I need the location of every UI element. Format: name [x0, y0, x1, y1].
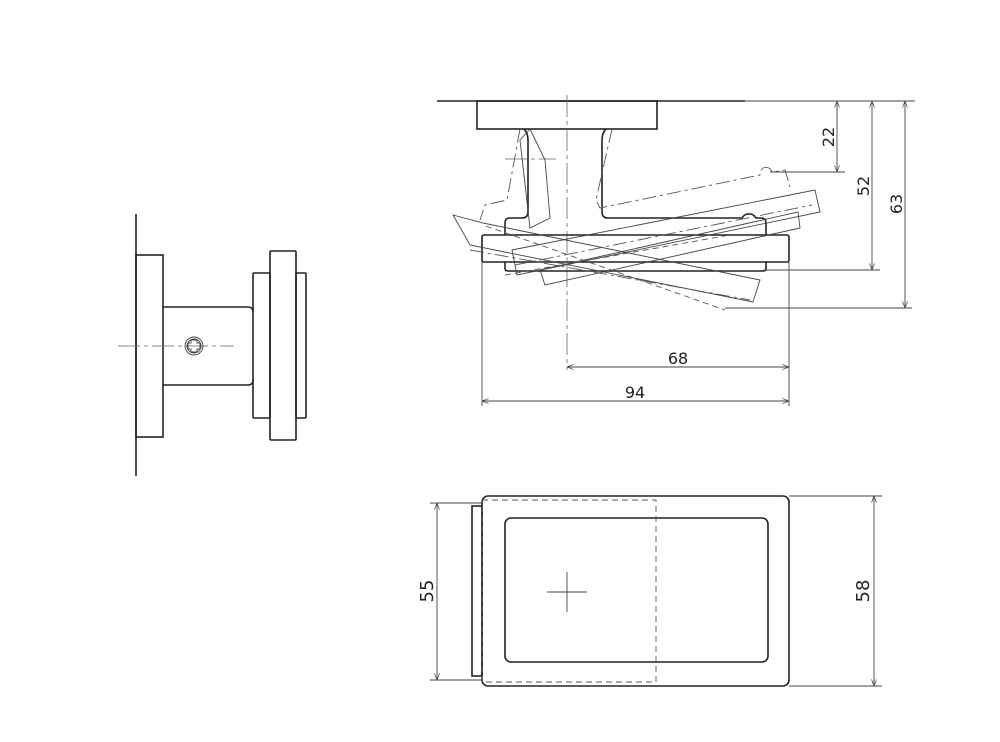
holder-base	[504, 262, 767, 272]
back-cap	[295, 272, 307, 419]
glass-holder	[481, 234, 790, 263]
outer-frame	[481, 495, 790, 687]
dimension-68: 68	[668, 349, 688, 368]
dimension-63: 63	[887, 194, 906, 214]
hidden-base-plate	[481, 499, 657, 683]
top-dimensions: 22 52 63 68 94	[481, 100, 915, 406]
side-view	[118, 214, 307, 476]
dimension-55: 55	[417, 580, 438, 603]
glass-plate	[269, 250, 297, 441]
front-view: 55 58	[417, 495, 882, 687]
screw-icon	[184, 336, 204, 356]
flange	[252, 272, 271, 419]
rotated-positions	[452, 128, 821, 311]
dimension-58: 58	[853, 580, 874, 603]
dimension-22: 22	[819, 127, 838, 147]
dimension-94: 94	[625, 383, 645, 402]
inner-frame	[504, 517, 769, 663]
top-view: 22 52 63 68 94	[437, 95, 915, 406]
bracket-body	[504, 128, 767, 235]
side-tab	[471, 505, 483, 677]
dimension-52: 52	[854, 176, 873, 196]
